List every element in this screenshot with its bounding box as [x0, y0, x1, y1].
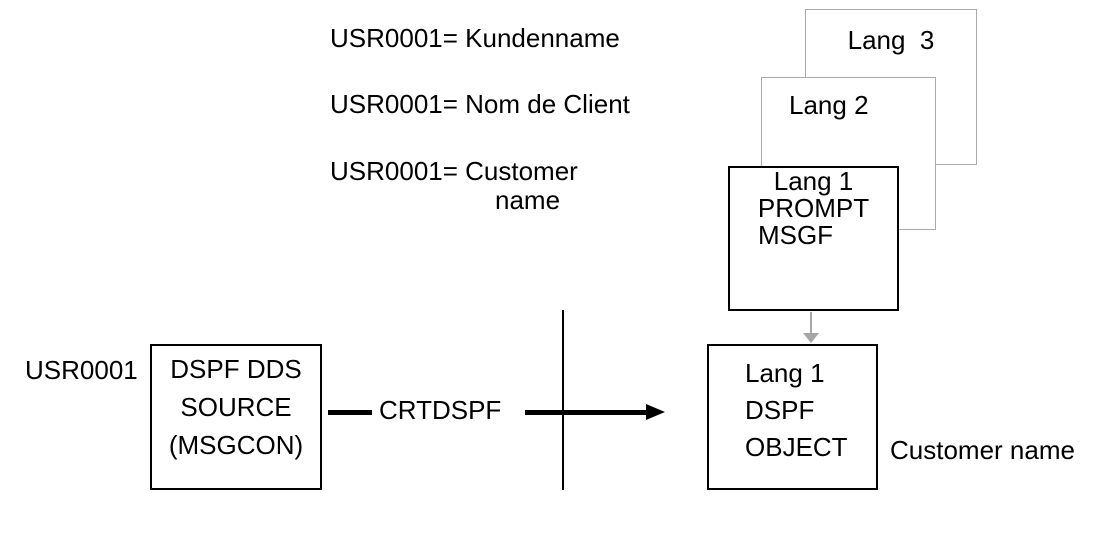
msgf-to-object-arrow-head-icon — [803, 333, 819, 343]
prompt-box-line-2: PROMPT — [757, 193, 870, 223]
lang1-dspf-object-box: Lang 1 DSPF OBJECT — [707, 344, 878, 490]
crtdspf-command-label: CRTDSPF — [379, 395, 502, 425]
lang3-box-label: Lang 3 — [847, 25, 935, 55]
command-to-object-arrow-line — [525, 410, 647, 415]
command-to-object-arrow-head-icon — [646, 404, 665, 420]
source-to-command-connector — [328, 410, 372, 415]
source-box-text: DSPF DDS SOURCE (MSGCON) — [152, 346, 320, 464]
object-box-text: Lang 1 DSPF OBJECT — [709, 346, 876, 466]
source-box-line-2: SOURCE — [180, 392, 292, 422]
message-constant-lang1-line1: USR0001= Customer — [330, 156, 578, 186]
message-constant-lang2: USR0001= Nom de Client — [330, 89, 630, 119]
source-box-line-3: (MSGCON) — [168, 430, 304, 460]
message-constant-lang1-line2: name — [495, 185, 561, 215]
object-box-line-1: Lang 1 — [745, 358, 825, 388]
prompt-box-line-1: Lang 1 — [773, 166, 854, 196]
lang1-prompt-msgf-box: Lang 1 PROMPT MSGF — [728, 166, 899, 311]
message-constant-lang3: USR0001= Kundenname — [330, 23, 620, 53]
object-box-line-2: DSPF — [745, 395, 815, 425]
compile-divider-line — [562, 310, 564, 490]
msgf-to-object-arrow-stem — [810, 312, 812, 335]
customer-name-output-label: Customer name — [890, 435, 1075, 465]
usr0001-input-label: USR0001 — [25, 355, 138, 385]
prompt-box-line-3: MSGF — [757, 220, 834, 250]
source-box-line-1: DSPF DDS — [170, 354, 302, 384]
lang2-box-label: Lang 2 — [789, 90, 869, 120]
object-box-line-3: OBJECT — [745, 432, 848, 462]
dspf-dds-source-box: DSPF DDS SOURCE (MSGCON) — [150, 344, 322, 490]
